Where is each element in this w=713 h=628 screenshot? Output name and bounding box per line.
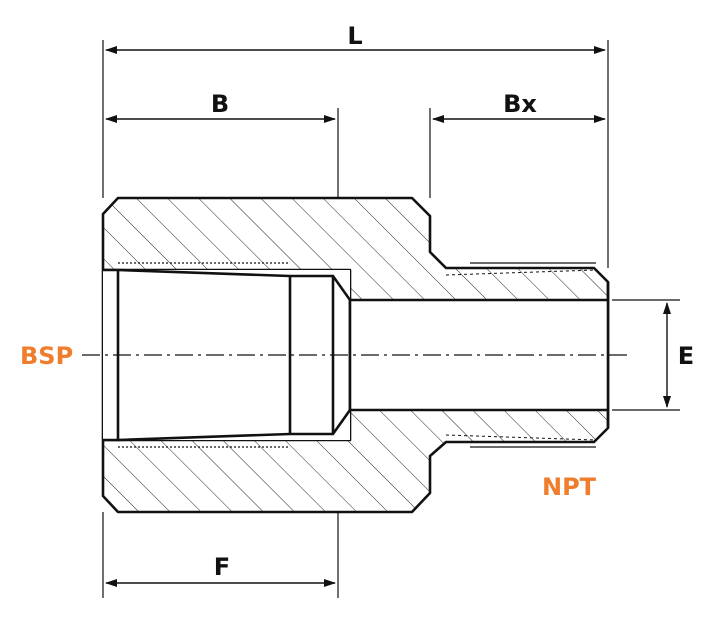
male-thread-dash-top [445,269,597,276]
bsp-thread-label: BSP [20,342,73,370]
npt-thread-label: NPT [542,473,597,501]
dim-e-label: E [678,342,694,370]
male-thread-dash-bottom [445,434,597,441]
through-bore-outline [348,282,610,428]
dimension-lines [105,46,671,587]
dim-bx-label: Bx [503,90,537,118]
dim-b-label: B [211,90,229,118]
dim-f-label: F [214,553,230,581]
dim-l-label: L [347,22,362,50]
extension-lines [102,40,680,598]
